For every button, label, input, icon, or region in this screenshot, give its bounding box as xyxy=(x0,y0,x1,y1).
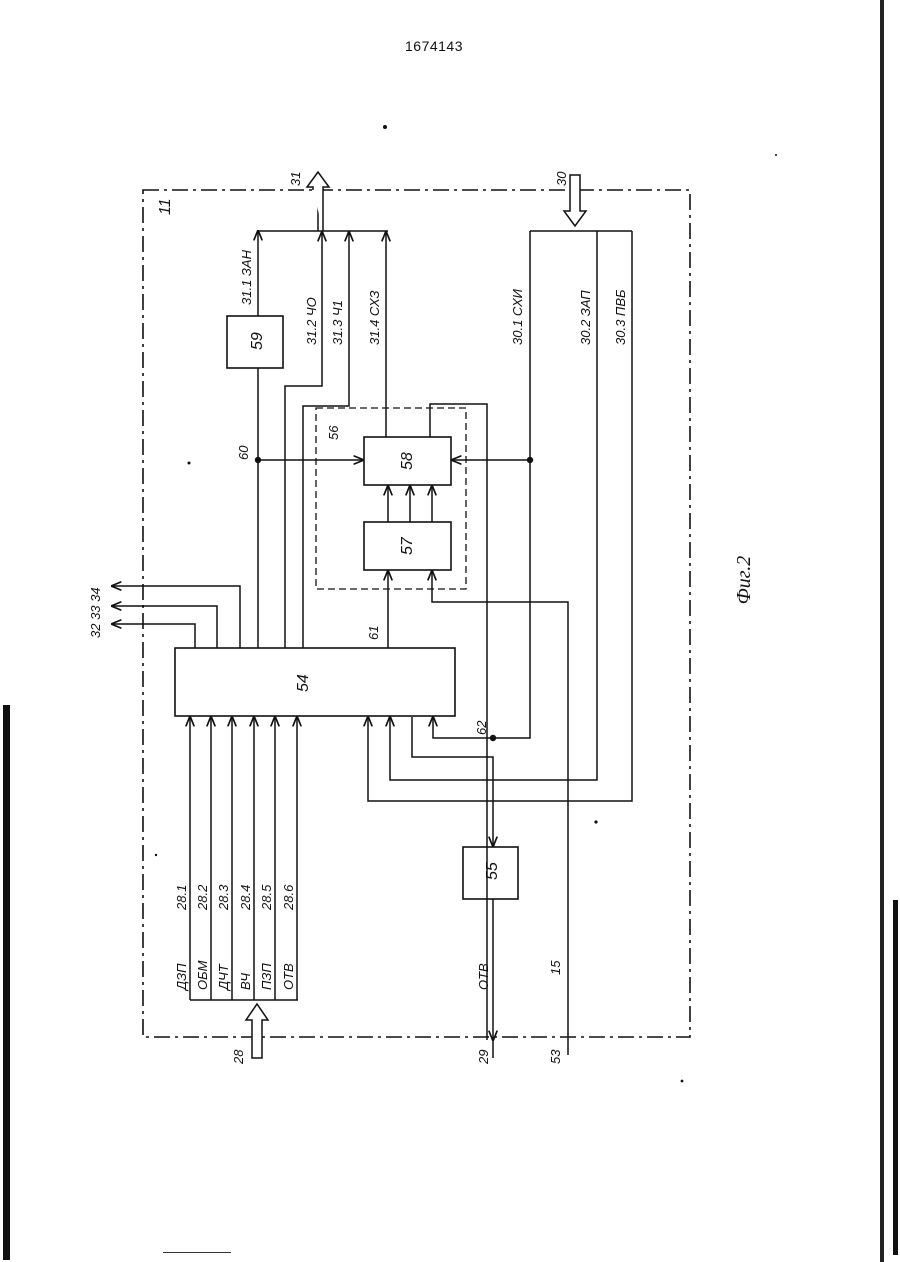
signal-31-2: 31.2 ЧО xyxy=(304,297,319,345)
junction-30-1 xyxy=(527,457,533,463)
block-59-label: 59 xyxy=(249,332,266,350)
wire-out-34 xyxy=(112,586,240,648)
node-otv-label: ОТВ xyxy=(476,963,491,990)
signal-30-2: 30.2 ЗАП xyxy=(578,290,593,345)
signal-28-3-num: 28.3 xyxy=(216,884,231,911)
signal-28-1-name: ДЗП xyxy=(174,963,189,992)
wire-out-32 xyxy=(112,624,195,648)
line-53-label: 53 xyxy=(548,1049,563,1064)
outputs-32-33-34: 32 33 34 xyxy=(88,587,103,638)
block-58-label: 58 xyxy=(399,452,416,470)
signal-28-4-num: 28.4 xyxy=(238,885,253,911)
wire-out-33 xyxy=(112,606,217,648)
wire-15 xyxy=(432,571,568,1055)
node-60-label: 60 xyxy=(236,445,251,460)
signal-28-5-num: 28.5 xyxy=(259,884,274,911)
node-15-label: 15 xyxy=(548,960,563,975)
block-57-label: 57 xyxy=(399,536,416,555)
bus-31-label: 31 xyxy=(288,172,303,186)
signal-28-1-num: 28.1 xyxy=(174,885,189,911)
scan-edge-left xyxy=(3,705,10,1260)
signal-28-3-name: ДЧТ xyxy=(216,963,231,992)
signal-31-1: 31.1 ЗАН xyxy=(239,249,254,305)
footer-rule xyxy=(163,1252,231,1253)
signal-30-3: 30.3 ПВБ xyxy=(613,289,628,345)
scan-edge-right-lower xyxy=(893,900,898,1255)
signal-28-6-num: 28.6 xyxy=(281,884,296,911)
signal-31-3: 31.3 Ч1 xyxy=(330,300,345,345)
wire-62 xyxy=(412,717,493,846)
bus-29-label: 29 xyxy=(476,1050,491,1065)
block-54-label: 54 xyxy=(295,674,312,692)
junction-60 xyxy=(255,457,261,463)
block-54 xyxy=(175,648,455,716)
signal-28-5-name: ПЗП xyxy=(259,963,274,990)
signal-28-2-name: ОБМ xyxy=(195,960,210,990)
node-61-label: 61 xyxy=(366,626,381,640)
signal-28-4-name: ВЧ xyxy=(238,973,253,990)
junction-62 xyxy=(490,735,496,741)
bus-28-arrow xyxy=(246,1004,268,1058)
signal-31-4: 31.4 СХЗ xyxy=(367,290,382,345)
signal-30-1: 30.1 СХИ xyxy=(510,288,525,345)
scan-edge-right xyxy=(880,0,884,1262)
frame-11-label: 11 xyxy=(157,198,174,215)
figure-caption: Фиг.2 xyxy=(724,550,764,610)
signal-28-2-num: 28.2 xyxy=(195,884,210,911)
group-56-label: 56 xyxy=(326,425,341,440)
signal-28-6-name: ОТВ xyxy=(281,963,296,990)
bus-28-label: 28 xyxy=(231,1049,246,1065)
node-62-label: 62 xyxy=(474,720,489,735)
bus-30-label: 30 xyxy=(554,171,569,186)
